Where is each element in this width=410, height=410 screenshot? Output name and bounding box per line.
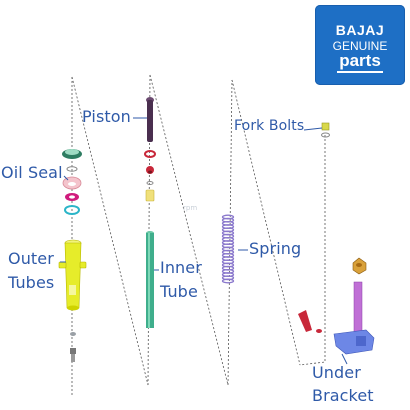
oil-seal-parts bbox=[62, 149, 82, 215]
logo-genuine-text: GENUINE bbox=[332, 39, 388, 53]
label-spring: Spring bbox=[249, 239, 302, 258]
label-fork-bolts: Fork Bolts bbox=[234, 118, 305, 134]
inner-tube-part bbox=[146, 231, 154, 328]
logo-parts-text: parts bbox=[339, 51, 381, 70]
spring-coil bbox=[221, 278, 235, 284]
fork-bolt-part bbox=[321, 122, 330, 138]
bajaj-genuine-parts-logo: BAJAJ GENUINE parts bbox=[315, 5, 405, 85]
label-piston: Piston bbox=[82, 107, 131, 126]
outer-tube-part bbox=[58, 239, 87, 362]
label-outer-tubes-line2: Tubes bbox=[8, 273, 55, 292]
spring-part bbox=[221, 214, 235, 284]
under-bracket-part bbox=[298, 257, 375, 355]
logo-underline bbox=[337, 71, 383, 73]
watermark: rpm bbox=[183, 204, 198, 212]
label-under-bracket-line1: Under bbox=[312, 363, 361, 382]
assembly-dashed-lines bbox=[71, 74, 326, 395]
logo-brand-text: BAJAJ bbox=[335, 22, 385, 38]
label-under-bracket-line2: Bracket bbox=[312, 386, 374, 405]
label-inner-tube-line1: Inner bbox=[160, 258, 202, 277]
label-outer-tubes-line1: Outer bbox=[8, 249, 54, 268]
piston-part bbox=[144, 97, 156, 202]
label-inner-tube-line2: Tube bbox=[160, 282, 198, 301]
label-oil-seal: Oil Seal bbox=[1, 163, 63, 182]
